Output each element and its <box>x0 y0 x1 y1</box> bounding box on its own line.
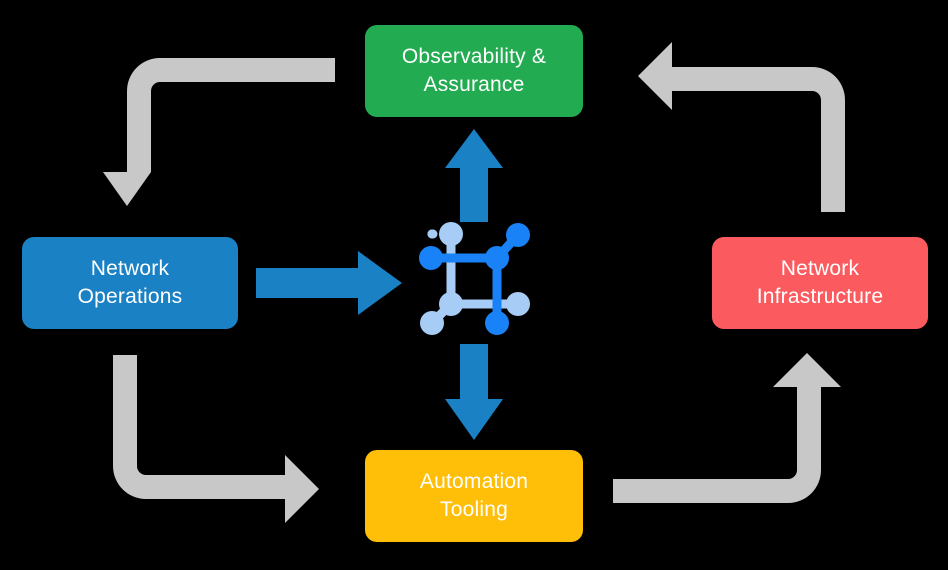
arrow-infrastructure-to-observability <box>638 42 845 212</box>
node-network-infrastructure[interactable]: Network Infrastructure <box>712 237 928 329</box>
node-label-network-operations: Network Operations <box>77 257 183 308</box>
network-nodes-secondary <box>420 222 530 335</box>
arrow-center-to-automation <box>445 344 503 440</box>
arrow-observability-to-operations <box>103 58 335 206</box>
arrow-operations-to-automation <box>113 355 319 523</box>
arrow-center-to-observability <box>445 129 503 222</box>
node-observability-assurance[interactable]: Observability & Assurance <box>365 25 583 117</box>
node-label-automation-tooling: Automation Tooling <box>419 470 529 521</box>
arrow-automation-to-infrastructure <box>613 353 841 503</box>
node-label-observability: Observability & Assurance <box>401 45 547 96</box>
node-network-operations[interactable]: Network Operations <box>22 237 238 329</box>
network-graph-icon <box>419 222 530 335</box>
node-label-network-infrastructure: Network Infrastructure <box>756 257 884 308</box>
network-nodes-primary <box>419 223 530 335</box>
arrow-operations-to-center <box>256 251 402 315</box>
node-automation-tooling[interactable]: Automation Tooling <box>365 450 583 542</box>
